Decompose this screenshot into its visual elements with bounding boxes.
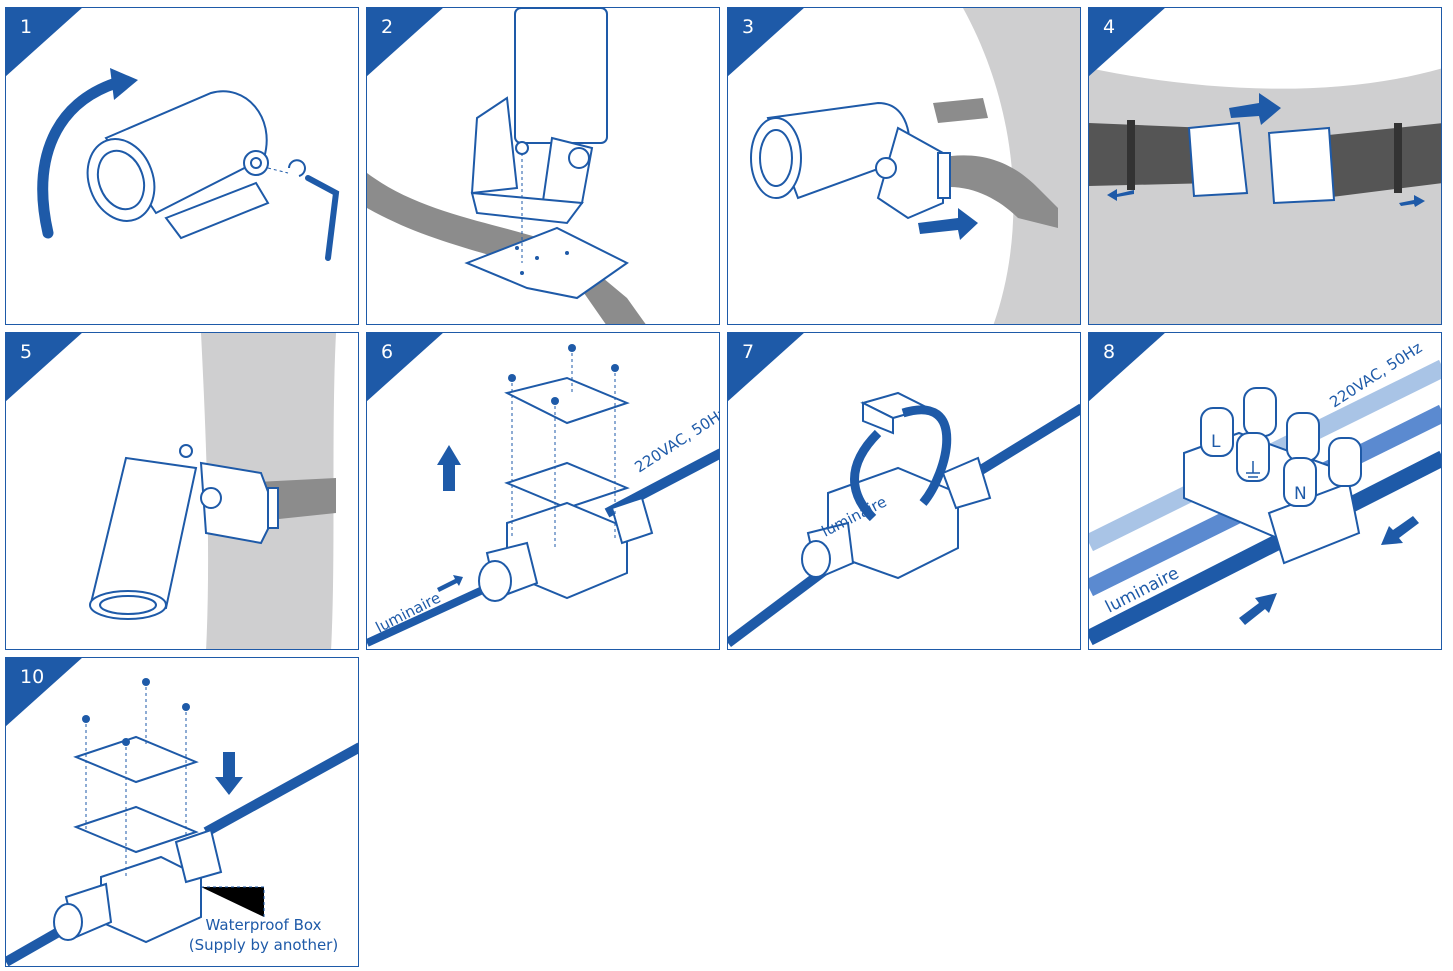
step-panel-4: 4 [1088, 7, 1442, 325]
step-panel-2: 2 [366, 7, 720, 325]
step-number: 4 [1103, 16, 1116, 38]
step-number: 7 [742, 341, 755, 363]
step-panel-5: 5 [5, 332, 359, 650]
step-badge [1089, 8, 1165, 77]
supply-by-another-label: (Supply by another) [188, 936, 339, 954]
step-panel-3: 3 [727, 7, 1081, 325]
step-number: 1 [20, 16, 33, 38]
step-badge [6, 658, 82, 727]
step-badge [728, 333, 804, 402]
step-1-illustration [37, 68, 340, 261]
step-badge [728, 8, 804, 77]
step-number: 6 [381, 341, 394, 363]
step-number: 3 [742, 16, 755, 38]
step-2-illustration [367, 8, 646, 324]
step-3-illustration [750, 8, 1080, 324]
step-8-illustration: L N 220VAC, 50Hz luminaire [1089, 338, 1441, 646]
step-7-illustration: luminaire [728, 391, 1080, 647]
step-6-illustration: 220VAC, 50Hz luminaire [367, 344, 719, 647]
step-badge [367, 333, 443, 402]
step-badge [367, 8, 443, 77]
step-badge [6, 8, 82, 77]
step-panel-8: L N 220VAC, 50Hz luminaire 8 [1088, 332, 1442, 650]
step-10-illustration [6, 678, 358, 966]
step-number: 8 [1103, 341, 1116, 363]
terminal-l-label: L [1211, 432, 1221, 452]
step-5-illustration [89, 333, 336, 649]
step-number: 10 [20, 666, 45, 688]
step-panel-6: 220VAC, 50Hz luminaire 6 [366, 332, 720, 650]
waterproof-box-label: Waterproof Box [205, 916, 322, 934]
step-4-illustration [1089, 8, 1441, 324]
step-number: 2 [381, 16, 394, 38]
step-panel-7: luminaire 7 [727, 332, 1081, 650]
step-badge [6, 333, 82, 402]
step-number: 5 [20, 341, 33, 363]
step-panel-1: 1 [5, 7, 359, 325]
step-badge [1089, 333, 1165, 402]
waterproof-box-note: Waterproof Box (Supply by another) [176, 915, 351, 955]
terminal-n-label: N [1294, 484, 1307, 504]
step-panel-10: Waterproof Box (Supply by another) 10 [5, 657, 359, 967]
